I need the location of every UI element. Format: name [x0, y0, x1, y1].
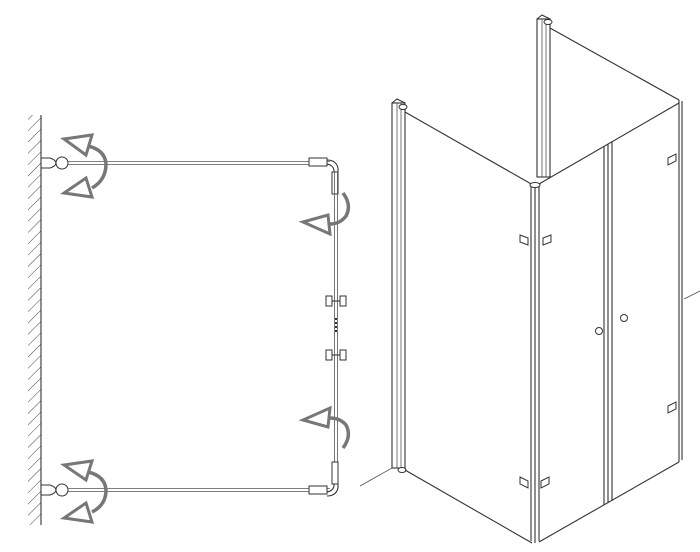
corner-clamp-top: [308, 157, 328, 167]
corner-clamp-side-bottom: [331, 461, 339, 485]
swing-arrow-right-upper: [298, 191, 351, 237]
bottom-panel: [41, 483, 330, 497]
corner-clamp-bottom: [308, 485, 328, 495]
side-glass-panel: [404, 111, 534, 544]
plan-view: [28, 115, 351, 525]
wall-line-right: [683, 290, 700, 300]
door-knob: [595, 327, 603, 335]
front-glass-panel: [538, 100, 683, 543]
pivot-top: [55, 156, 69, 170]
hinge: [542, 234, 552, 246]
hinge: [519, 476, 529, 489]
swing-arrow-top-left: [59, 133, 108, 199]
hinge: [540, 476, 550, 489]
floor-line: [359, 467, 393, 487]
hinge: [667, 401, 677, 414]
isometric-view: [359, 14, 700, 544]
wall-hinge-bottom: [41, 484, 57, 496]
hinges: [519, 153, 677, 489]
swing-arrow-right-lower: [298, 405, 351, 450]
corner-post: [529, 182, 541, 543]
wall-hatching: [28, 115, 41, 525]
left-wall-profile: [391, 98, 408, 473]
wall-hinge-top: [41, 157, 57, 169]
hinge: [519, 234, 529, 246]
swing-arrow-bottom-left: [59, 459, 108, 524]
back-wall-profile: [536, 14, 553, 178]
door-knob: [620, 314, 628, 322]
door-knobs: [595, 314, 628, 335]
door-handle-lower: [325, 349, 347, 361]
corner-clamp-side-top: [331, 171, 339, 195]
top-edge-back: [549, 27, 680, 101]
door-handle-upper: [325, 295, 347, 307]
pivot-bottom: [55, 483, 69, 497]
top-panel: [41, 156, 339, 195]
hinge: [667, 153, 677, 166]
